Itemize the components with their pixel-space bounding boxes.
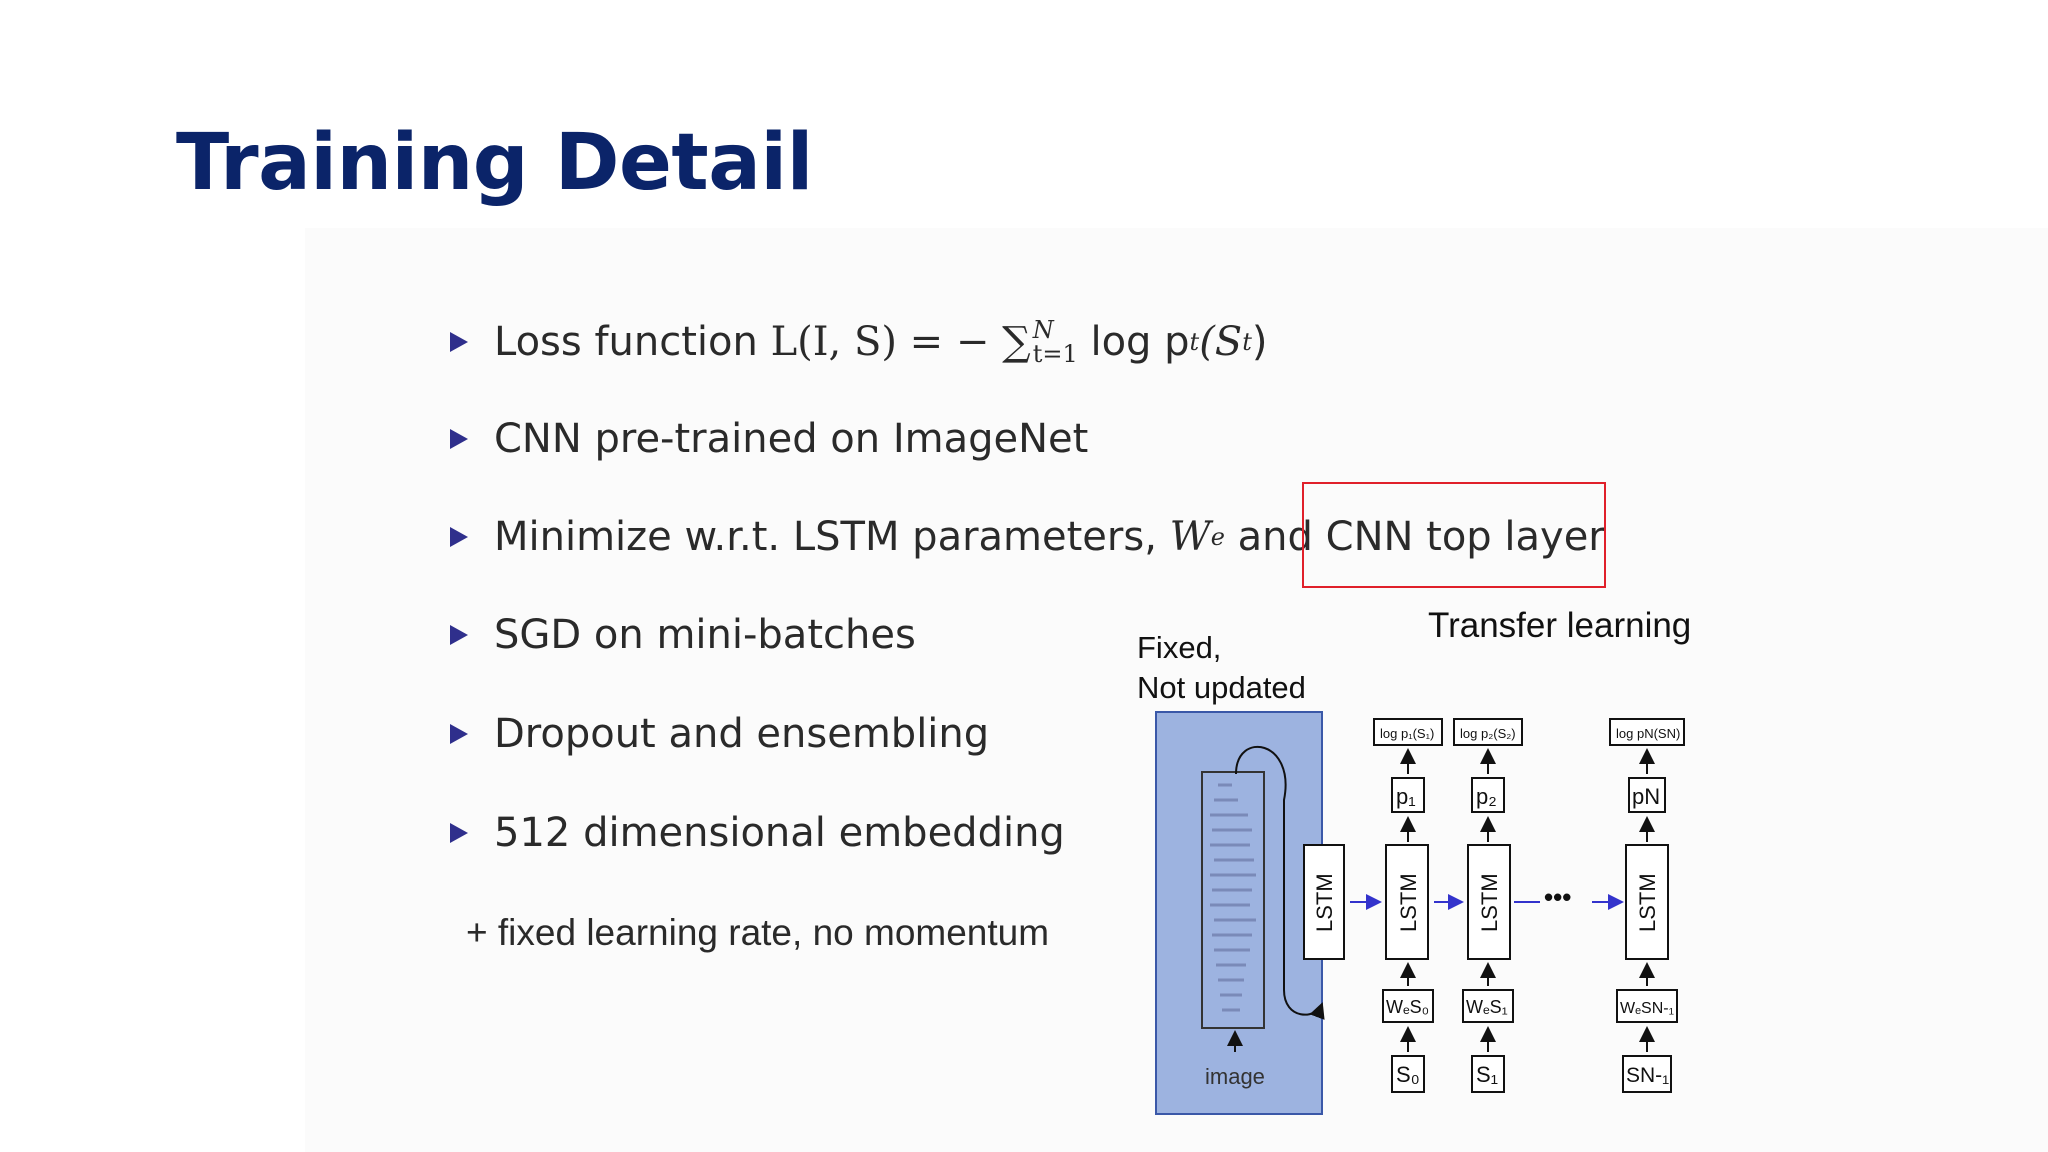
bullet-marker-icon [450, 724, 468, 744]
sum-lower: t=1 [1032, 340, 1078, 368]
lstm-label: LSTM [1477, 873, 1502, 932]
bullet-marker-icon [450, 625, 468, 645]
slide-title: Training Detail [176, 118, 813, 208]
fixed-line-2: Not updated [1137, 670, 1306, 705]
log-prob-n: log pN(SN) [1616, 726, 1680, 741]
loss-s-sub: t [1242, 328, 1252, 356]
we-input-1: WₑS₀ [1386, 997, 1429, 1017]
we-sub: e [1210, 523, 1225, 551]
we-input-n: WₑSN-₁ [1620, 1000, 1674, 1017]
bullet-minimize: Minimize w.r.t. LSTM parameters, W e and… [450, 514, 1605, 560]
lstm-label: LSTM [1396, 873, 1421, 932]
sum-upper: N [1032, 316, 1054, 344]
loss-close: ) [1251, 319, 1268, 365]
column-2: log p₂(S₂) p₂ LSTM WₑS₁ S₁ [1453, 718, 1523, 1093]
lstm-cell-0 [1303, 844, 1345, 960]
highlight-box [1302, 482, 1606, 588]
cnn-block [1201, 771, 1265, 1029]
bullet-embedding: 512 dimensional embedding [450, 810, 1065, 856]
we-symbol: W [1169, 514, 1211, 560]
cnn-layers-graphic [1210, 783, 1256, 1012]
column-n: log pN(SN) pN LSTM WₑSN-₁ SN-₁ [1609, 718, 1685, 1093]
fixed-annotation: Fixed, Not updated [1137, 628, 1306, 708]
p-n: pN [1632, 784, 1660, 809]
bullet-dropout: Dropout and ensembling [450, 711, 989, 757]
log-prob-2: log p₂(S₂) [1460, 726, 1516, 741]
p-1: p₁ [1396, 784, 1416, 809]
bullet-sgd: SGD on mini-batches [450, 612, 916, 658]
loss-prefix: Loss function [494, 319, 771, 365]
bullet-marker-icon [450, 429, 468, 449]
bullet-marker-icon [450, 527, 468, 547]
ellipsis: ••• [1544, 882, 1571, 912]
fixed-cnn-region [1155, 711, 1323, 1115]
bullet-text: SGD on mini-batches [494, 612, 916, 658]
p-2: p₂ [1476, 784, 1497, 809]
bullet-marker-icon [450, 823, 468, 843]
loss-formula: L(I, S) = − ∑ [770, 319, 1031, 365]
lstm-label: LSTM [1312, 873, 1337, 932]
s-input-n: SN-₁ [1626, 1064, 1669, 1087]
bullet-text: CNN pre-trained on ImageNet [494, 416, 1089, 462]
log-prob-1: log p₁(S₁) [1380, 726, 1434, 741]
lstm-label: LSTM [1635, 873, 1660, 932]
extra-note: + fixed learning rate, no momentum [466, 912, 1050, 953]
bullet-cnn: CNN pre-trained on ImageNet [450, 416, 1088, 462]
bullet-text: Minimize w.r.t. LSTM parameters, [494, 514, 1170, 560]
loss-p-sub: t [1189, 328, 1200, 356]
s-input-2: S₁ [1476, 1062, 1498, 1087]
sum-limits: N t=1 [1033, 318, 1078, 366]
bullet-text-mid: and [1224, 514, 1326, 560]
cnn-top-layer-text: CNN top layer [1325, 514, 1605, 560]
loss-log: log p [1077, 319, 1190, 365]
column-1: log p₁(S₁) p₁ LSTM WₑS₀ S₀ [1373, 718, 1443, 1093]
fixed-line-1: Fixed, [1137, 630, 1222, 665]
bullet-marker-icon [450, 332, 468, 352]
image-label: image [1205, 1064, 1265, 1089]
we-input-2: WₑS₁ [1466, 997, 1508, 1017]
bullet-text: Dropout and ensembling [494, 711, 990, 757]
transfer-learning-annotation: Transfer learning [1428, 606, 1692, 645]
bullet-text: 512 dimensional embedding [494, 810, 1065, 856]
loss-s: (S [1199, 319, 1243, 365]
bullet-loss-function: Loss function L(I, S) = − ∑ N t=1 log p … [450, 318, 1267, 366]
s-input-1: S₀ [1396, 1062, 1420, 1087]
